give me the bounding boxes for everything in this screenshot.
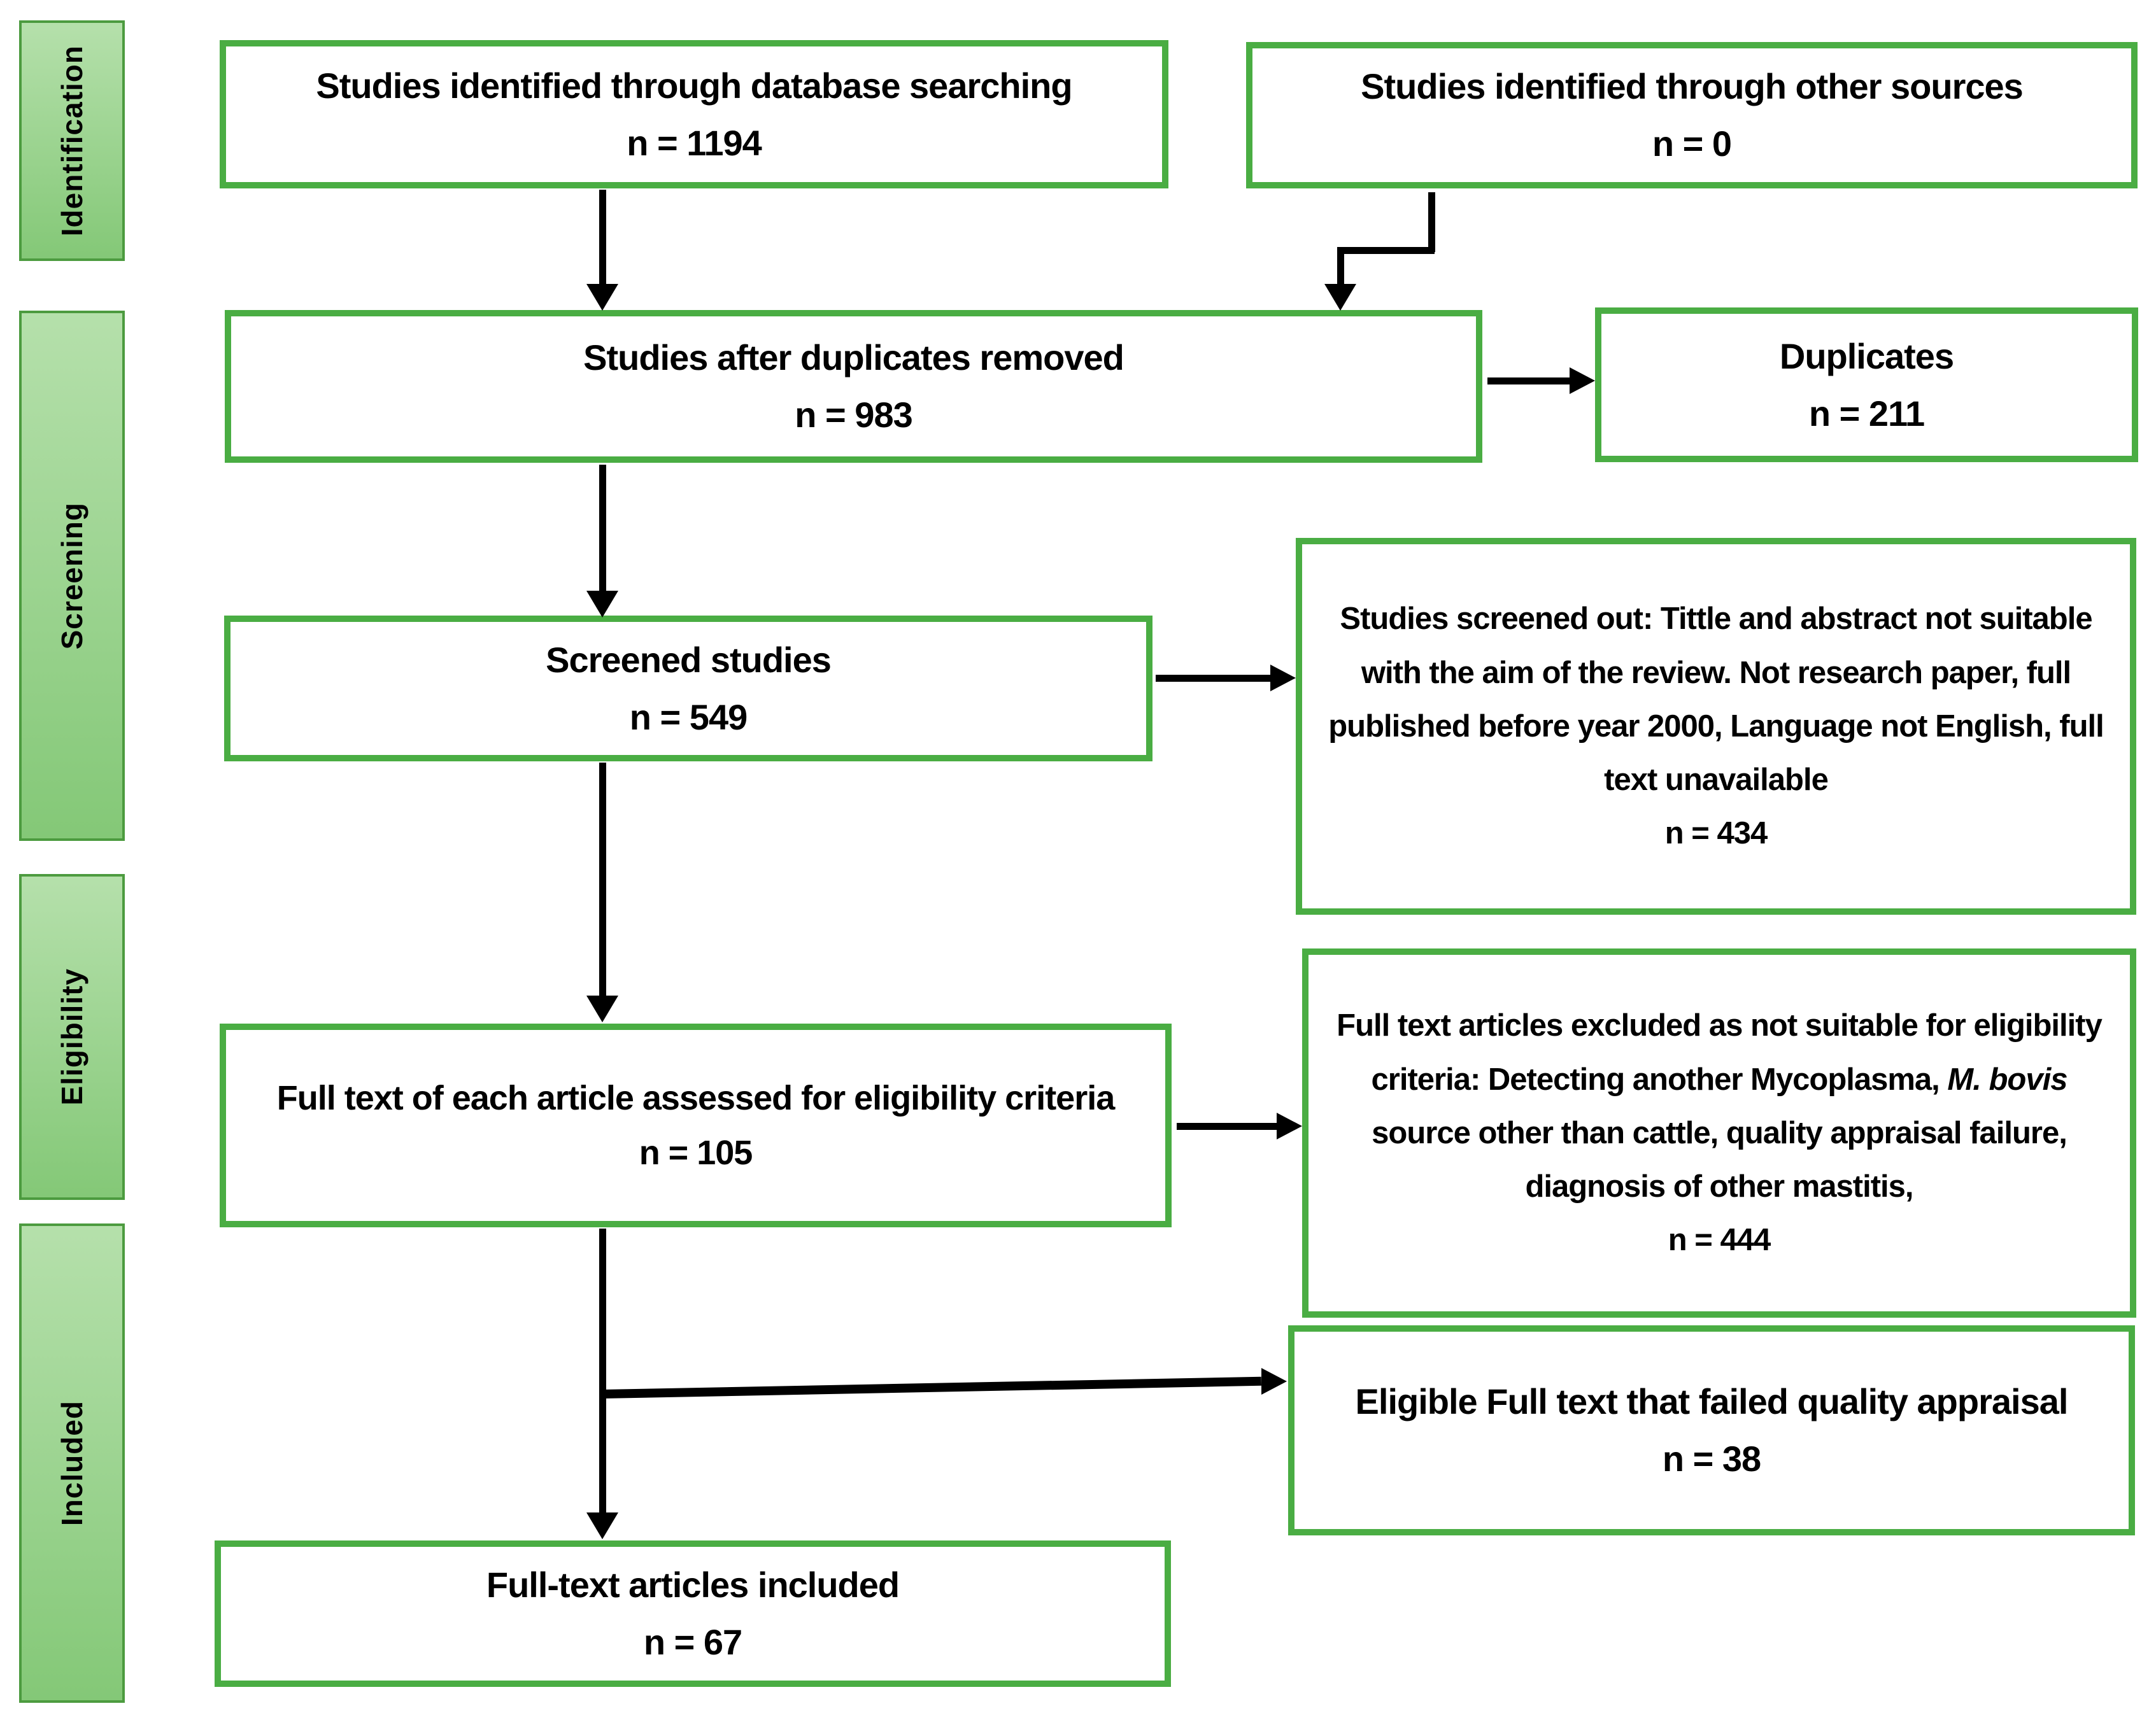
box-included-articles-title: Full-text articles included [486,1565,900,1605]
box-database-search: Studies identified through database sear… [220,40,1168,188]
stage-identification: Identification [19,20,125,261]
box-failed-quality-appraisal: Eligible Full text that failed quality a… [1288,1325,2135,1535]
arrow-assessed-to-excluded-head [1277,1113,1302,1139]
stage-included-label: Included [55,1400,89,1526]
box-failed-quality-appraisal-count: n = 38 [1662,1439,1761,1479]
arrow-screened-to-screenedout-shaft [1156,675,1270,682]
arrow-dbsearch-to-dedup-shaft [599,190,606,284]
arrow-assessed-to-included-shaft [599,1229,606,1514]
box-fulltext-excluded: Full text articles excluded as not suita… [1302,948,2136,1318]
box-other-sources-count: n = 0 [1652,123,1732,164]
box-assessed-eligibility-count: n = 105 [639,1134,753,1172]
excluded-text-before: Full text articles excluded as not suita… [1337,1008,2103,1097]
box-other-sources-title: Studies identified through other sources [1361,66,2024,107]
stage-eligibility-label: Eligibility [55,968,89,1106]
box-database-search-title: Studies identified through database sear… [316,65,1072,106]
box-failed-quality-appraisal-title: Eligible Full text that failed quality a… [1355,1381,2069,1422]
excluded-species-italic: M. bovis [1947,1062,2067,1097]
stage-eligibility: Eligibility [19,874,125,1200]
arrow-othersources-head [1324,284,1356,311]
arrow-dbsearch-to-dedup-head [586,284,618,311]
box-database-search-count: n = 1194 [627,122,762,163]
box-fulltext-excluded-text: Full text articles excluded as not suita… [1321,999,2117,1213]
stage-included: Included [19,1223,125,1703]
arrow-assessed-to-included-head [586,1512,618,1539]
arrow-othersources-elbow-drop [1428,192,1435,252]
box-fulltext-excluded-count: n = 444 [1668,1223,1771,1258]
box-duplicates: Duplicates n = 211 [1595,307,2138,462]
arrow-othersources-elbow-run [1337,247,1435,254]
arrow-dedup-to-screened-shaft [599,465,606,592]
box-screened-out-count: n = 434 [1664,816,1768,851]
arrow-dedup-to-screened-head [586,591,618,617]
box-after-duplicates-title: Studies after duplicates removed [583,337,1124,378]
stage-identification-label: Identification [55,45,89,237]
box-screened-studies-title: Screened studies [546,639,832,680]
arrow-branch-to-failedqa-shaft [601,1376,1261,1399]
box-included-articles-count: n = 67 [643,1622,742,1662]
box-assessed-eligibility: Full text of each article assessed for e… [220,1024,1172,1227]
box-duplicates-count: n = 211 [1808,393,1925,434]
excluded-text-after: source other than cattle, quality apprai… [1372,1115,2067,1204]
box-duplicates-title: Duplicates [1779,335,1954,376]
box-screened-out-text: Studies screened out: Tittle and abstrac… [1328,602,2104,798]
box-included-articles: Full-text articles included n = 67 [215,1540,1171,1687]
arrow-othersources-elbow-drop2 [1337,247,1344,286]
arrow-screened-to-assessed-head [586,996,618,1022]
arrow-branch-to-failedqa-head [1261,1368,1287,1395]
box-after-duplicates-count: n = 983 [795,395,912,435]
arrow-screened-to-screenedout-head [1270,665,1296,691]
box-assessed-eligibility-title: Full text of each article assessed for e… [276,1078,1116,1117]
box-after-duplicates: Studies after duplicates removed n = 983 [225,310,1482,463]
stage-screening-label: Screening [55,502,89,650]
box-screened-studies: Screened studies n = 549 [224,616,1152,761]
arrow-screened-to-assessed-shaft [599,763,606,997]
arrow-assessed-to-excluded-shaft [1177,1123,1277,1130]
box-screened-studies-count: n = 549 [629,696,748,737]
arrow-dedup-to-duplicates-shaft [1487,377,1570,384]
box-other-sources: Studies identified through other sources… [1246,42,2138,188]
stage-screening: Screening [19,311,125,841]
arrow-dedup-to-duplicates-head [1570,367,1595,394]
box-screened-out: Studies screened out: Tittle and abstrac… [1296,538,2136,915]
